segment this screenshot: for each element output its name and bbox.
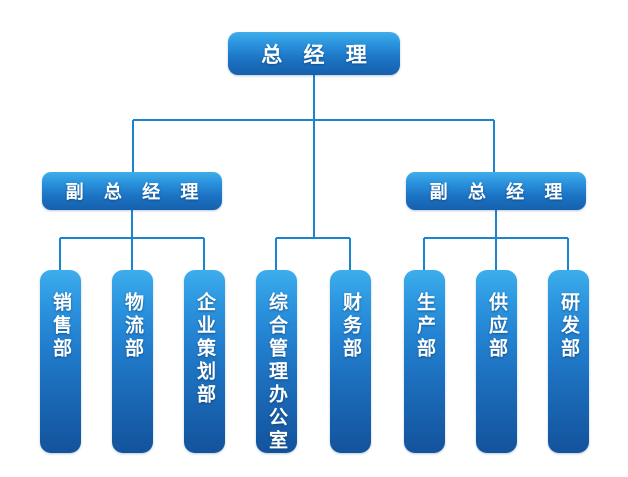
node-department-logistics[interactable]: 物流部 [112,270,153,453]
node-general-manager-label: 总 经 理 [261,42,374,67]
node-department-finance[interactable]: 财务部 [330,270,371,453]
node-department-sales[interactable]: 销售部 [40,270,81,453]
node-deputy-general-manager-right[interactable]: 副 总 经 理 [406,172,586,210]
node-department-research-and-development-label: 研发部 [557,292,580,361]
node-department-finance-label: 财务部 [339,292,362,361]
node-department-logistics-label: 物流部 [121,292,144,361]
node-deputy-general-manager-left[interactable]: 副 总 经 理 [42,172,222,210]
node-department-general-management-office-label: 综合管理办公室 [265,292,288,453]
node-general-manager[interactable]: 总 经 理 [228,32,400,75]
node-department-corporate-planning[interactable]: 企业策划部 [184,270,225,453]
node-department-production[interactable]: 生产部 [404,270,445,453]
node-department-production-label: 生产部 [413,292,436,361]
node-department-research-and-development[interactable]: 研发部 [548,270,589,453]
node-department-supply[interactable]: 供应部 [476,270,517,453]
node-department-supply-label: 供应部 [485,292,508,361]
node-deputy-general-manager-left-label: 副 总 经 理 [65,182,206,203]
node-department-corporate-planning-label: 企业策划部 [193,292,216,407]
node-department-sales-label: 销售部 [49,292,72,361]
node-department-general-management-office[interactable]: 综合管理办公室 [256,270,297,453]
node-deputy-general-manager-right-label: 副 总 经 理 [429,182,570,203]
